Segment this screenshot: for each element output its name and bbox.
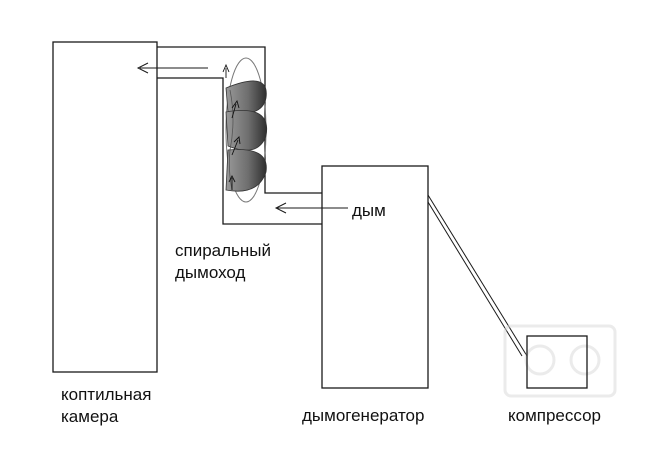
smoking-chamber-label: коптильная камера [61, 384, 151, 428]
flow-arrow-to-chamber [136, 62, 208, 74]
smoke-generator-box [321, 165, 429, 389]
spiral-coil [222, 57, 268, 203]
compressor-label: компрессор [508, 406, 601, 425]
smoke-label: дым [352, 201, 386, 220]
smoke-generator-label: дымогенератор [302, 406, 425, 425]
smoking-chamber-box [52, 41, 158, 373]
flow-arrow-smoke [274, 202, 348, 214]
spiral-chimney-label: спиральный дымоход [175, 240, 271, 284]
watermark [503, 324, 617, 398]
compressor-box [526, 335, 588, 389]
smoking-chamber-label-line2: камера [61, 407, 119, 426]
spiral-chimney-label-line2: дымоход [175, 263, 246, 282]
smoking-chamber-label-line1: коптильная [61, 385, 152, 404]
air-hose [427, 194, 528, 357]
spiral-chimney-label-line1: спиральный [175, 241, 271, 260]
